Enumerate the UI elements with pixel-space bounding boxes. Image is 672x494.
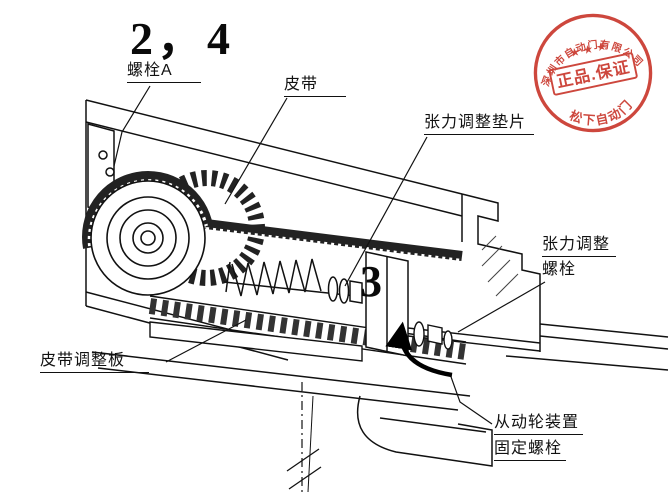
leader-belt [224,97,288,205]
label-driven-wheel-line2: 固定螺栓 [494,440,567,462]
driven-wheel-arrow [385,321,453,378]
stamp-stars: ★ ★ ★ [569,41,608,60]
tension-bolt-part [407,321,541,352]
stamp-ring [533,13,653,133]
belt-band [82,171,463,263]
label-tension-bolt-line1: 张力调整 [542,236,617,258]
leader-driven-wheel [449,373,493,425]
belt-adjust-plate-part [149,321,363,362]
label-bolt-a: 螺栓A [127,62,201,84]
step-number-middle: 3 [360,257,382,306]
housing-frame [85,99,669,467]
label-tension-bolt-line2: 螺栓 [542,261,577,278]
leader-bolt-a [113,85,151,167]
step-numbers-top: 2，4 [130,13,234,64]
stamp-center-box [548,52,638,96]
label-belt-adjust-plate: 皮带调整板 [40,352,150,374]
centerline [286,382,322,493]
pulley [90,180,206,296]
certification-stamp: 深圳市自动门有限公司 ★ ★ ★ 正品.保证 松下自动门 [532,13,653,134]
leader-tension-bolt [457,281,546,333]
label-tension-washer: 张力调整垫片 [424,114,535,136]
tension-washer-part [327,276,339,302]
label-driven-wheel-line1: 从动轮装置 [494,414,584,436]
leader-belt-plate [165,319,247,363]
leader-lines [113,85,546,425]
leader-tension-washer [344,136,428,287]
label-belt: 皮带 [284,76,347,98]
spring-assembly [223,258,363,304]
section-hatch [481,235,519,297]
